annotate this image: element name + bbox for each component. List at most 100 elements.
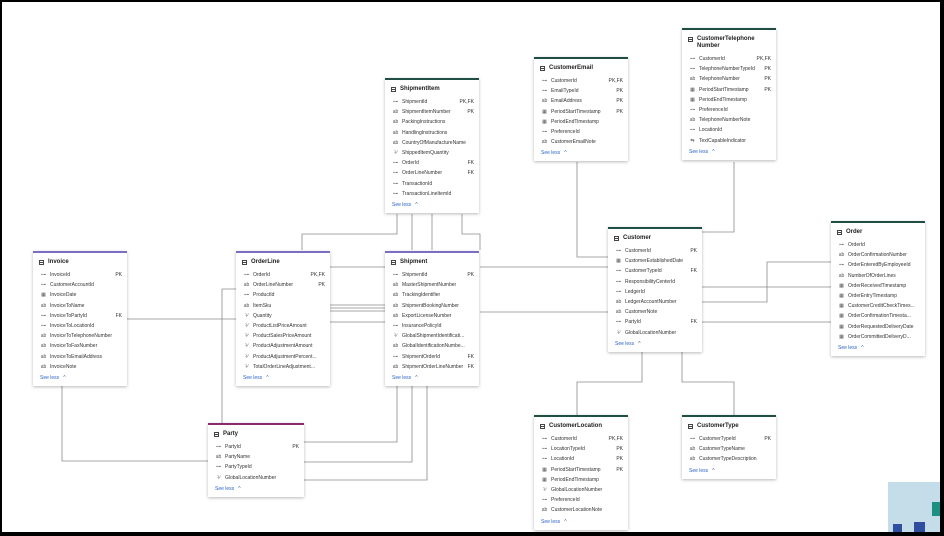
column-row[interactable]: ⊶PreferenceId (534, 495, 628, 505)
column-row[interactable]: ⊶LedgerId (608, 287, 702, 297)
column-row[interactable]: ⊶OrderEnteredByEmployeeId (831, 260, 925, 270)
table-header[interactable]: Invoice (33, 253, 127, 270)
see-less-link[interactable]: See less^ (682, 146, 776, 160)
table-header[interactable]: ShipmentItem (385, 80, 479, 97)
column-row[interactable]: ⊶ProductId (236, 290, 330, 300)
column-row[interactable]: ▦OrderEntryTimestamp (831, 291, 925, 301)
column-row[interactable]: ⅟ProductSalesPriceAmount (236, 331, 330, 341)
see-less-link[interactable]: See less^ (385, 372, 479, 386)
table-header[interactable]: CustomerLocation (534, 417, 628, 434)
see-less-link[interactable]: See less^ (608, 338, 702, 352)
column-row[interactable]: ⅟ShippedItemQuantity (385, 148, 479, 158)
see-less-link[interactable]: See less^ (534, 147, 628, 161)
column-row[interactable]: ⅟GlobalLocationNumber (208, 473, 304, 483)
table-header[interactable]: Customer (608, 229, 702, 246)
column-row[interactable]: ▦PeriodEndTimestamp (534, 475, 628, 485)
see-less-link[interactable]: See less^ (534, 516, 628, 530)
column-row[interactable]: ⅟ProductListPriceAmount (236, 321, 330, 331)
column-row[interactable]: ⊶TransactionId (385, 179, 479, 189)
column-row[interactable]: ⅟GlobalLocationNumber (608, 328, 702, 338)
table-header[interactable]: CustomerType (682, 417, 776, 434)
column-row[interactable]: ⊶OrderId (831, 240, 925, 250)
column-row[interactable]: ▦PeriodEndTimestamp (534, 117, 628, 127)
column-row[interactable]: ⇆TextCapableIndicator (682, 136, 776, 146)
column-row[interactable]: ⊶ResponsibilityCenterId (608, 277, 702, 287)
see-less-link[interactable]: See less^ (831, 342, 925, 356)
column-row[interactable]: ⊶PreferenceId (534, 127, 628, 137)
table-header[interactable]: CustomerTelephone Number (682, 30, 776, 54)
column-row[interactable]: ⊶LocationId (682, 125, 776, 135)
column-row[interactable]: ⊶PreferenceId (682, 105, 776, 115)
column-row[interactable]: ⊶PartyTypeId (208, 462, 304, 472)
column-row[interactable]: ▦CustomerEstablishedDate (608, 256, 702, 266)
see-less-link[interactable]: See less^ (682, 465, 776, 479)
table-header[interactable]: Shipment (385, 253, 479, 270)
column-row[interactable]: ⊶TransactionLineItemId (385, 189, 479, 199)
table-header[interactable]: OrderLine (236, 253, 330, 270)
table-header[interactable]: Order (831, 223, 925, 240)
column-row[interactable]: ⊶InsurancePolicyId (385, 321, 479, 331)
column-row[interactable]: ⅟ProductAdjustmentAmount (236, 341, 330, 351)
column-row[interactable]: ⅟TotalOrderLineAdjustment... (236, 362, 330, 372)
column-row[interactable]: ⊶InvoiceToLocationId (33, 321, 127, 331)
column-row[interactable]: ▦OrderRequestedDeliveryDate (831, 322, 925, 332)
table-header[interactable]: CustomerEmail (534, 59, 628, 76)
column-row[interactable]: ▦OrderReceivedTimestamp (831, 281, 925, 291)
column-row[interactable]: ⅟ProductAdjustmentPercent... (236, 352, 330, 362)
column-row[interactable]: ▦InvoiceDate (33, 290, 127, 300)
column-row[interactable]: ⅟Quantity (236, 311, 330, 321)
